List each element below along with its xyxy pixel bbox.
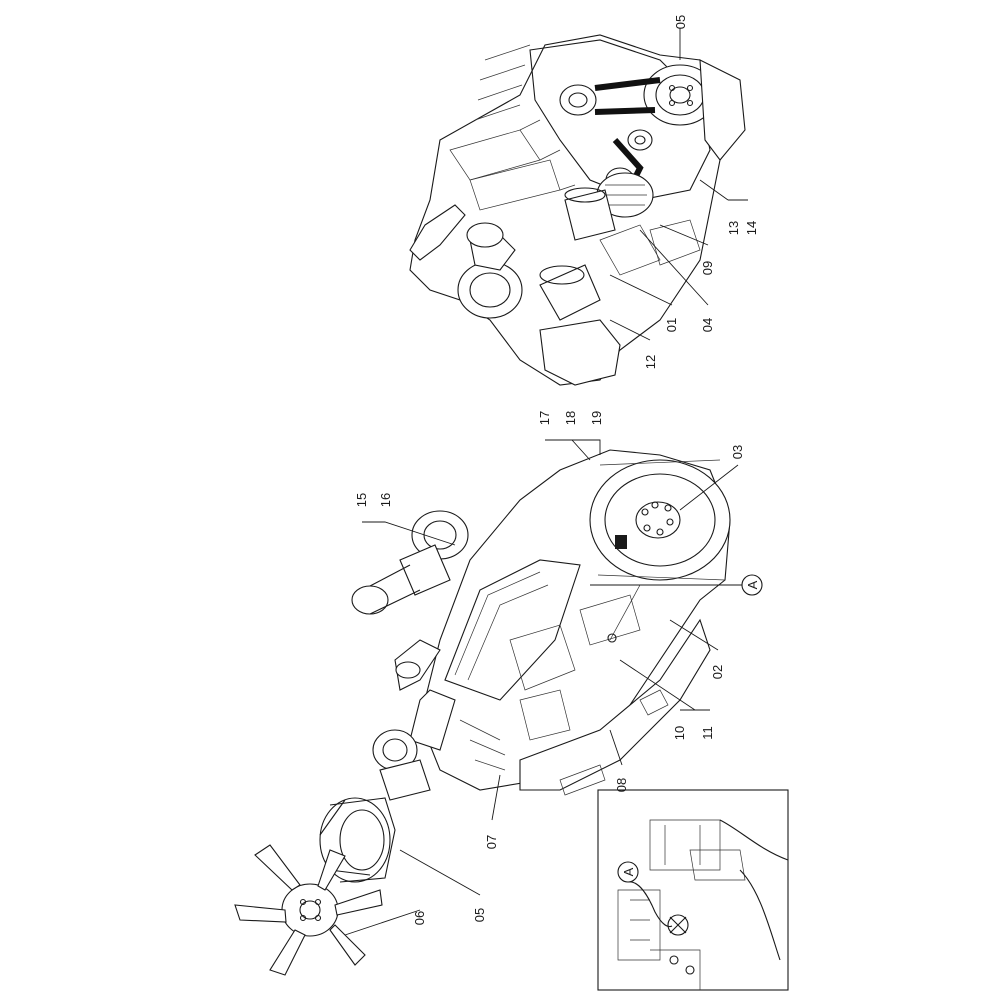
fan-blade-1	[254, 844, 301, 891]
drive-belt-upper	[594, 77, 661, 91]
callout-04: 04	[700, 318, 715, 332]
callout-13: 13	[726, 221, 741, 235]
exhaust-manifold	[409, 689, 456, 751]
fan-blade-5	[334, 889, 383, 916]
starter-motor	[539, 264, 601, 321]
callout-02: 02	[710, 665, 725, 679]
callout-11: 11	[700, 726, 715, 740]
callout-labels: 05 13 14 09 01 04 12 17 18 19 15 16 03 0…	[354, 15, 759, 925]
injector-pipes	[459, 719, 506, 771]
reference-a-detail-label: A	[621, 867, 636, 876]
callout-12: 12	[643, 355, 658, 369]
intake-pipe	[409, 204, 466, 261]
callout-18: 18	[563, 411, 578, 425]
oil-filter	[564, 187, 616, 241]
water-pump-pulley	[559, 84, 597, 116]
callout-09: 09	[700, 261, 715, 275]
reference-a-detail: A	[617, 861, 639, 883]
injector-lines	[474, 44, 531, 121]
callout-07: 07	[484, 835, 499, 849]
dipstick	[609, 584, 641, 641]
front-bracket	[699, 59, 746, 161]
callout-08: 08	[614, 778, 629, 792]
turbocharger-side	[351, 510, 469, 615]
alternator	[596, 172, 654, 218]
fan-blade-2	[234, 904, 287, 923]
callout-05-bottom: 05	[472, 908, 487, 922]
fan-blade-4	[329, 924, 366, 966]
detail-box-a	[597, 789, 789, 991]
callout-17: 17	[537, 411, 552, 425]
reference-a-main: A	[741, 574, 763, 596]
flywheel	[589, 459, 731, 581]
callout-15: 15	[354, 493, 369, 507]
drive-belt-lower	[594, 107, 656, 115]
callout-05-top: 05	[673, 15, 688, 29]
water-pump	[372, 729, 431, 801]
fan-blade-6	[317, 849, 346, 891]
valve-cover	[444, 559, 581, 701]
callout-14: 14	[744, 221, 759, 235]
detail-frame	[597, 789, 789, 991]
drain-hose	[627, 881, 673, 928]
drain-valve	[667, 914, 689, 936]
engine-side-view	[351, 449, 731, 801]
engine-top-view	[409, 34, 746, 386]
callout-16: 16	[378, 493, 393, 507]
oil-pan	[519, 618, 711, 791]
cooling-fan	[234, 844, 383, 976]
reference-a-main-label: A	[745, 580, 760, 589]
callout-03: 03	[730, 445, 745, 459]
alternator-pulley	[627, 129, 653, 151]
callout-06: 06	[412, 911, 427, 925]
fan-blade-3	[269, 929, 306, 976]
leader-lines	[344, 28, 752, 936]
callout-19: 19	[589, 411, 604, 425]
callout-10: 10	[672, 726, 687, 740]
callout-01: 01	[664, 318, 679, 332]
turbocharger-top	[457, 222, 523, 319]
flywheel-housing-top	[539, 319, 621, 386]
